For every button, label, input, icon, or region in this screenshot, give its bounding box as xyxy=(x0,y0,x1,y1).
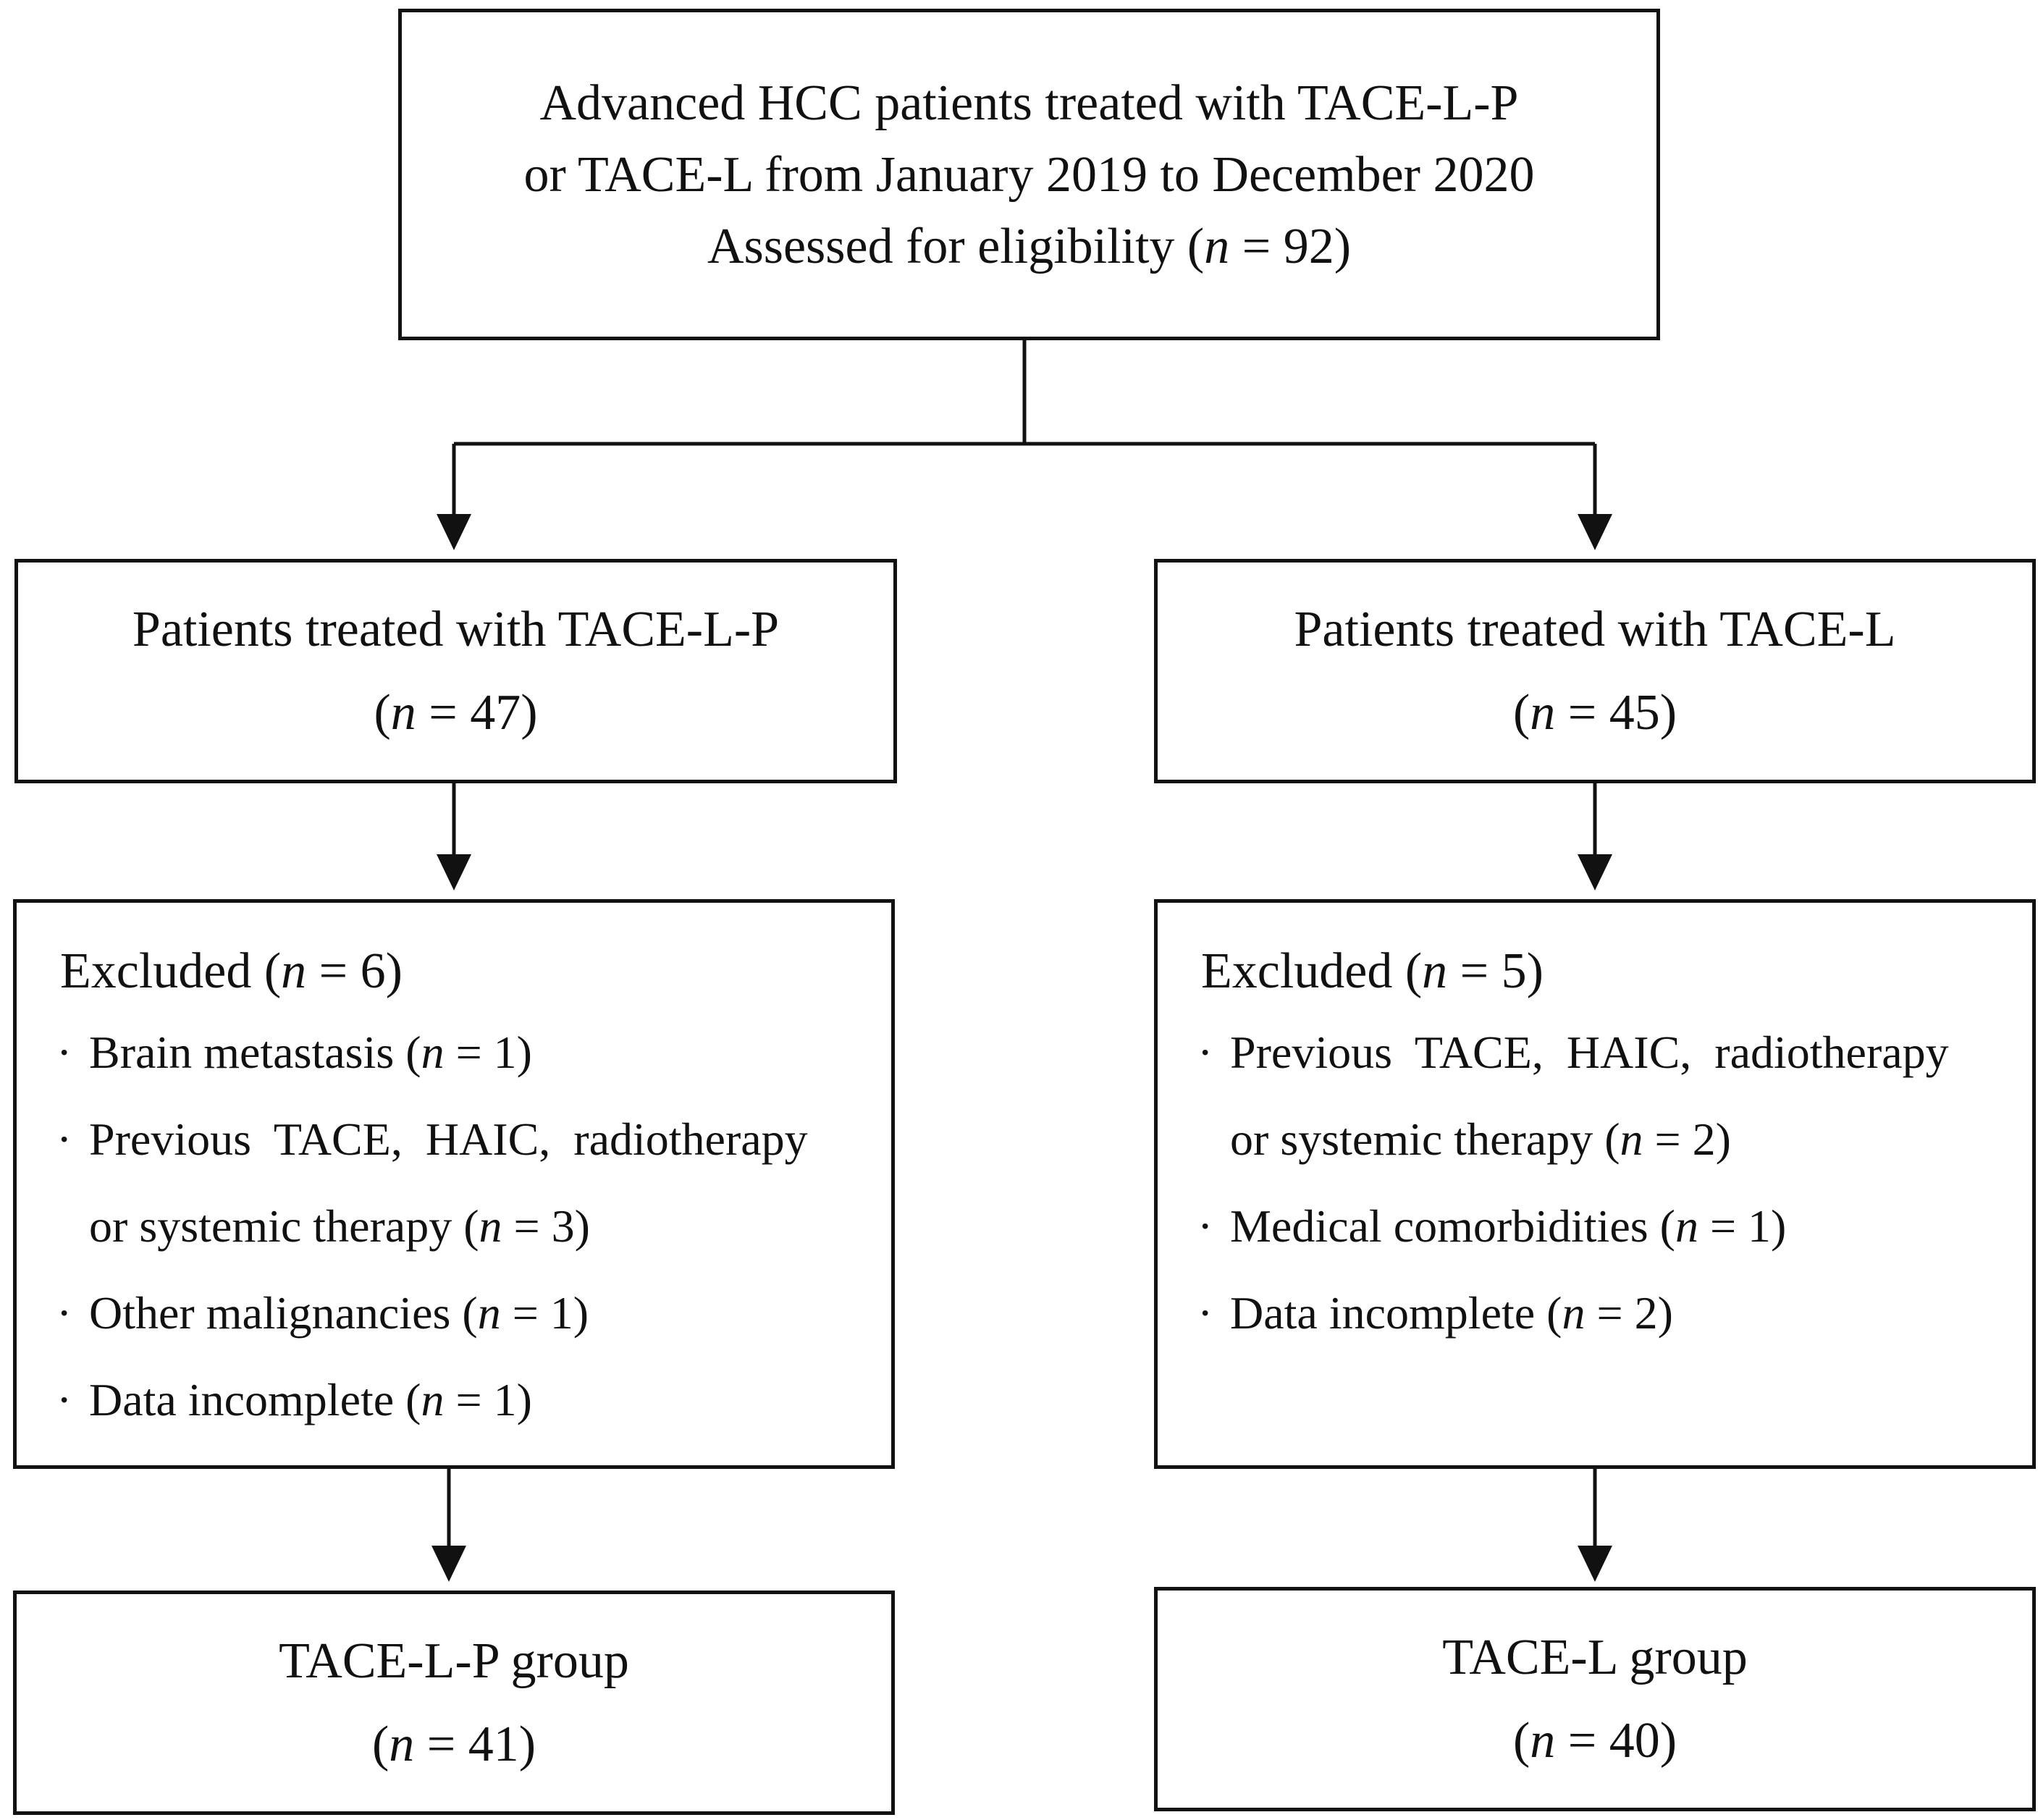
left-excluded-item: ·Other malignancies (n = 1) xyxy=(56,1287,589,1339)
right-excluded-item: ·Previous TACE, HAIC, radiotherapy xyxy=(1197,1027,1949,1078)
right-treated-box: Patients treated with TACE-L (n = 45) xyxy=(1154,559,2036,783)
right-group-count: (n = 40) xyxy=(1512,1713,1677,1769)
arrowhead-right-group xyxy=(1578,1546,1612,1582)
left-treated-count: (n = 47) xyxy=(374,685,538,741)
arrowhead-left-treated xyxy=(437,514,471,550)
left-treated-title: Patients treated with TACE-L-P xyxy=(132,602,780,657)
eligibility-line-1: Advanced HCC patients treated with TACE-… xyxy=(539,75,1519,131)
right-excluded-item: ·Medical comorbidities (n = 1) xyxy=(1197,1200,1787,1252)
arrowhead-left-excluded xyxy=(437,854,471,890)
arrowhead-right-treated xyxy=(1578,514,1612,550)
right-excluded-title: Excluded (n = 5) xyxy=(1201,943,1544,999)
left-excluded-title: Excluded (n = 6) xyxy=(60,943,403,999)
left-excluded-box: Excluded (n = 6) ·Brain metastasis (n = … xyxy=(13,899,895,1469)
left-excluded-item: ·Previous TACE, HAIC, radiotherapy xyxy=(56,1113,808,1165)
right-treated-count: (n = 45) xyxy=(1512,685,1677,741)
left-treated-box: Patients treated with TACE-L-P (n = 47) xyxy=(14,559,897,783)
right-treated-title: Patients treated with TACE-L xyxy=(1294,602,1896,657)
left-excluded-item-continuation: or systemic therapy (n = 3) xyxy=(89,1200,590,1252)
right-group-title: TACE-L group xyxy=(1442,1630,1748,1685)
left-group-box: TACE-L-P group (n = 41) xyxy=(13,1591,895,1815)
right-group-box: TACE-L group (n = 40) xyxy=(1154,1587,2036,1811)
eligibility-count: Assessed for eligibility (n = 92) xyxy=(707,218,1352,274)
left-group-title: TACE-L-P group xyxy=(279,1633,629,1689)
right-excluded-box: Excluded (n = 5) ·Previous TACE, HAIC, r… xyxy=(1154,899,2036,1469)
left-excluded-item: ·Brain metastasis (n = 1) xyxy=(56,1027,532,1078)
right-excluded-item-continuation: or systemic therapy (n = 2) xyxy=(1230,1113,1731,1165)
left-group-count: (n = 41) xyxy=(371,1716,536,1772)
arrowhead-right-excluded xyxy=(1578,854,1612,890)
eligibility-box: Advanced HCC patients treated with TACE-… xyxy=(398,9,1660,340)
left-excluded-item: ·Data incomplete (n = 1) xyxy=(56,1374,532,1425)
right-excluded-item: ·Data incomplete (n = 2) xyxy=(1197,1287,1673,1339)
arrowhead-left-group xyxy=(431,1546,466,1582)
eligibility-line-2: or TACE-L from January 2019 to December … xyxy=(523,146,1535,203)
